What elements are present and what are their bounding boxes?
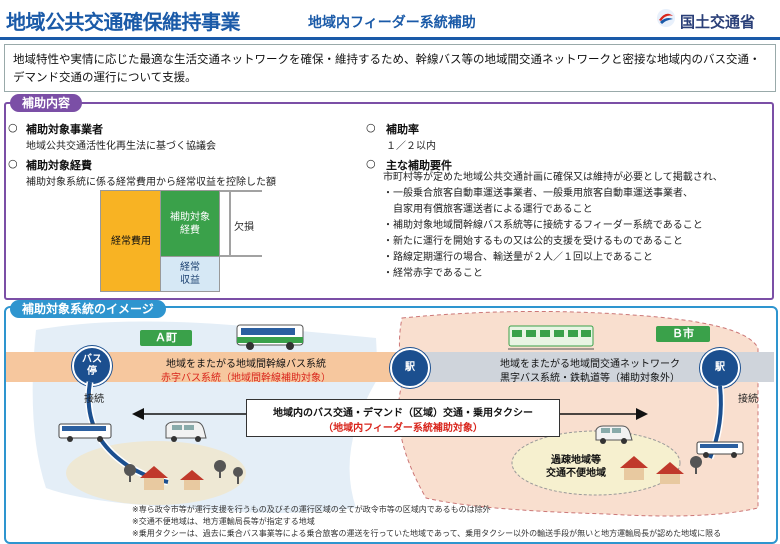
note-item: ※乗用タクシーは、過去に乗合バス事業等による乗合旅客の運送を行っていた地域であっ… (132, 529, 722, 538)
page-subtitle: 地域内フィーダー系統補助 (308, 15, 476, 31)
intro-text: 地域特性や実情に応じた最適な生活交通ネットワークを確保・維持するため、幹線バス等… (13, 52, 761, 84)
cost-body: 補助対象系統に係る経常費用から経常収益を控除した額 (26, 177, 276, 188)
circle-bullet-icon: ○ (8, 121, 18, 134)
connect-label-right: 接続 (738, 394, 758, 405)
bus-icon (696, 441, 744, 458)
requirement-item: ・路線定期運行の場合、輸送量が２人／１回以上であること (383, 252, 653, 263)
note-item: ※交通不便地域は、地方運輸局長等が指定する地域 (132, 517, 315, 526)
circle-bullet-icon: ○ (8, 157, 18, 170)
remote-area-label: 過疎地域等 交通不便地域 (546, 455, 606, 479)
van-icon (595, 425, 633, 444)
rate-body: １／２以内 (386, 141, 436, 152)
ministry-logo-icon (657, 9, 675, 27)
city-b-tag: Ｂ市 (656, 326, 710, 342)
feeder-subsidy-label: （地域内フィーダー系統補助対象） (323, 423, 483, 434)
requirements-list: 市町村等が定めた地域公共交通計画に確保又は維持が必要として掲載され、 ・一般乗合… (383, 170, 723, 282)
subsidy-tab: 補助内容 (10, 94, 83, 112)
left-trunk-status: 赤字バス系統（地域間幹線補助対象） (161, 373, 331, 384)
covered-box: 補助対象 経費 (160, 190, 220, 258)
circle-bullet-icon: ○ (366, 121, 376, 134)
town-a-tag: Ａ町 (140, 330, 192, 346)
rate-heading: 補助率 (386, 123, 419, 136)
image-tab: 補助対象系統のイメージ (10, 300, 166, 318)
page-title: 地域公共交通確保維持事業 (6, 10, 241, 34)
requirements-heading: 主な補助要件 (386, 159, 452, 172)
bus-icon (58, 423, 112, 442)
cost-heading: 補助対象経費 (26, 159, 92, 172)
income-box: 経常 収益 (160, 256, 220, 292)
bus-icon (236, 324, 304, 350)
recipient-body: 地域公共交通活性化再生法に基づく協議会 (26, 141, 216, 152)
intro-box: 地域特性や実情に応じた最適な生活交通ネットワークを確保・維持するため、幹線バス等… (4, 44, 776, 92)
requirement-item: 市町村等が定めた地域公共交通計画に確保又は維持が必要として掲載され、 (383, 172, 723, 183)
station-mid-marker: 駅 (390, 348, 430, 388)
cost-box: 経常費用 (100, 190, 162, 292)
left-trunk-label: 地域をまたがる地域間幹線バス系統 (166, 359, 326, 370)
requirement-item: ・補助対象地域間幹線バス系統等に接続するフィーダー系統であること (383, 220, 703, 231)
note-item: ※専ら政令市等が運行支援を行うもの及びその運行区域の全てが政令市等の区域内である… (132, 505, 491, 514)
station-right-marker: 駅 (700, 348, 740, 388)
feeder-label: 地域内のバス交通・デマンド（区域）交通・乗用タクシー (273, 408, 533, 419)
connect-label-left: 接続 (84, 394, 104, 405)
van-icon (165, 421, 207, 442)
recipient-heading: 補助対象事業者 (26, 123, 103, 136)
ministry-name: 国土交通省 (680, 13, 756, 31)
requirement-item: ・一般乗合旅客自動車運送事業者、一般乗用旅客自動車運送事業者、 (383, 188, 693, 199)
requirement-item: ・経常赤字であること (383, 268, 483, 279)
right-trunk-label: 地域をまたがる地域間交通ネットワーク (500, 359, 680, 370)
requirement-item: ・新たに運行を開始するもの又は公的支援を受けるものであること (383, 236, 683, 247)
header: 地域公共交通確保維持事業 地域内フィーダー系統補助 国土交通省 (0, 0, 780, 40)
circle-bullet-icon: ○ (366, 157, 376, 170)
deficit-bracket (220, 190, 262, 257)
header-rule (0, 37, 780, 40)
deficit-label: 欠損 (232, 218, 256, 233)
feeder-box: 地域内のバス交通・デマンド（区域）交通・乗用タクシー （地域内フィーダー系統補助… (246, 399, 560, 437)
right-trunk-status: 黒字バス系統・鉄軌道等（補助対象外） (500, 373, 680, 384)
requirement-item: 自家用有償旅客運送者による運行であること (383, 204, 593, 215)
train-icon (508, 325, 594, 350)
village-houses-icon (124, 460, 243, 490)
village-houses-icon (620, 456, 702, 484)
